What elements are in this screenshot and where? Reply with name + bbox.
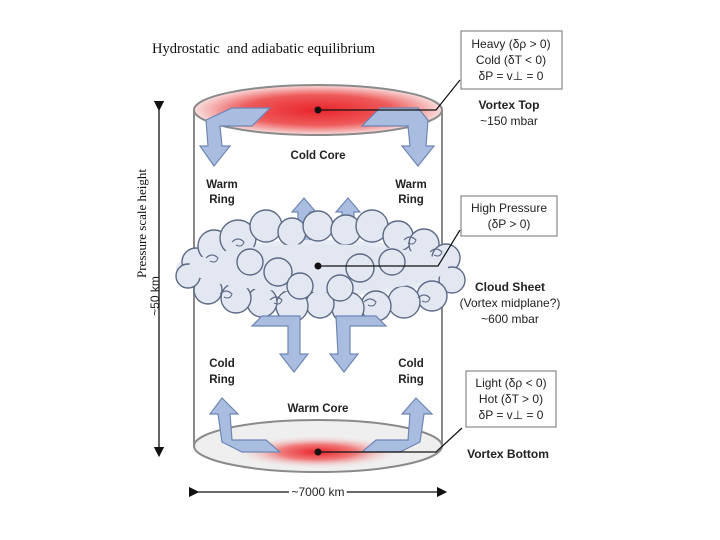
- cold-ring-right-line2: Ring: [398, 374, 424, 386]
- warm-ring-left-line1: Warm: [206, 179, 238, 191]
- region-labels: Cold Core Warm Core Warm Ring Warm Ring …: [206, 150, 427, 415]
- cold-ring-left-line1: Cold: [209, 358, 235, 370]
- top-box-line1: Heavy (δρ > 0): [471, 37, 550, 51]
- cloud-sheet-pressure: ~600 mbar: [481, 312, 539, 326]
- top-box-line2: Cold (δT < 0): [476, 53, 546, 67]
- warm-core-label: Warm Core: [288, 403, 349, 415]
- high-pressure-line2: (δP > 0): [488, 217, 531, 231]
- bottom-box-line3: δP = v⊥ = 0: [479, 408, 544, 422]
- cold-ring-right-line1: Cold: [398, 358, 424, 370]
- width-dimension-label: ~7000 km: [291, 485, 344, 499]
- cloud-sheet-note: (Vortex midplane?): [460, 296, 561, 310]
- arrow-top-left: [198, 107, 272, 168]
- diagram-title: Hydrostatic and adiabatic equilibrium: [152, 41, 376, 57]
- warm-ring-left-line2: Ring: [209, 194, 235, 206]
- vortex-top-pressure: ~150 mbar: [480, 114, 538, 128]
- arrow-top-right: [360, 107, 436, 167]
- arrow-bottom-left: [208, 397, 282, 453]
- cold-ring-left-line2: Ring: [209, 374, 235, 386]
- bottom-box-line1: Light (δρ < 0): [475, 376, 546, 390]
- cloud-swirls: [205, 236, 443, 307]
- warm-ring-right-line1: Warm: [395, 179, 427, 191]
- top-conditions-box: [460, 30, 563, 90]
- bottom-conditions-box: [465, 370, 557, 428]
- high-pressure-box: [460, 195, 558, 237]
- top-flow-arrows: [198, 107, 436, 168]
- warm-ring-right-line2: Ring: [398, 194, 424, 206]
- arrow-lower-left: [250, 315, 310, 373]
- cold-core-label: Cold Core: [291, 150, 346, 162]
- high-pressure-line1: High Pressure: [471, 201, 547, 215]
- arrow-lower-right: [328, 315, 388, 373]
- middle-descending-arrows: [250, 315, 388, 373]
- height-dimension-label: ~50 km: [148, 276, 162, 316]
- leader-lines: [318, 79, 463, 453]
- vortex-bottom-label: Vortex Bottom: [467, 447, 549, 461]
- cloud-sheet-label: Cloud Sheet: [475, 280, 545, 294]
- vortex-top-label: Vortex Top: [479, 98, 540, 112]
- top-box-line3: δP = v⊥ = 0: [479, 69, 544, 83]
- bottom-box-line2: Hot (δT > 0): [479, 392, 543, 406]
